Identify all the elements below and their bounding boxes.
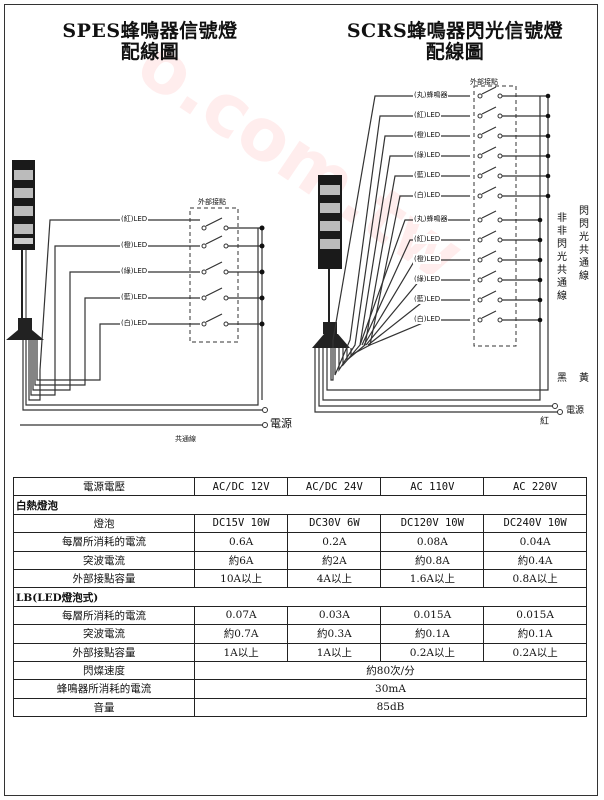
table-row: 閃燦速度 約80次/分: [13, 660, 587, 681]
table-cell: 約6A: [193, 550, 289, 570]
table-cell: 0.015A: [483, 605, 587, 626]
right-yellow-label: 黃: [579, 373, 589, 384]
table-cell: AC/DC 12V: [193, 476, 289, 497]
right-red-label: 紅: [540, 417, 550, 427]
left-led-label: (綠)LED: [120, 266, 149, 276]
table-cell: 閃燦速度: [13, 660, 195, 681]
right-vertical-label-a: 非非閃光共通線: [557, 213, 567, 302]
right-lower-label: (藍)LED: [413, 294, 442, 304]
table-cell: 約0.4A: [483, 550, 587, 570]
table-cell: 約0.7A: [193, 624, 289, 644]
table-section-row: 白熱燈泡: [13, 495, 587, 515]
left-led-label: (紅)LED: [120, 214, 149, 224]
right-stack-light: [312, 175, 350, 348]
left-title-line1: SPES蜂鳴器信號燈: [62, 20, 238, 42]
left-led-label: (白)LED: [120, 318, 149, 328]
table-row: 音量 85dB: [13, 697, 587, 718]
table-cell: 音量: [13, 697, 195, 718]
right-lower-label: (丸)蜂鳴器: [413, 214, 449, 224]
right-upper-label: (綠)LED: [413, 150, 442, 160]
table-cell: 0.04A: [483, 532, 587, 552]
table-cell: 約0.1A: [483, 624, 587, 644]
table-row: 突波電流 約0.7A 約0.3A 約0.1A 約0.1A: [13, 624, 587, 644]
right-lower-label: (橙)LED: [413, 254, 442, 264]
section-title: LB(LED燈泡式): [13, 587, 587, 607]
table-cell: 0.6A: [193, 532, 289, 552]
table-cell: 0.2A以上: [380, 642, 485, 662]
table-cell: AC 220V: [483, 476, 587, 497]
table-cell: 0.07A: [193, 605, 289, 626]
table-cell: DC15V 10W: [193, 513, 289, 534]
table-row: 蜂鳴器所消耗的電流 30mA: [13, 679, 587, 699]
table-row: 突波電流 約6A 約2A 約0.8A 約0.4A: [13, 550, 587, 570]
table-cell: DC240V 10W: [483, 513, 587, 534]
table-cell: 1A以上: [193, 642, 289, 662]
table-cell: 外部接點容量: [13, 642, 195, 662]
table-cell: 約0.1A: [380, 624, 485, 644]
table-header-row: 電源電壓 AC/DC 12V AC/DC 24V AC 110V AC 220V: [13, 476, 587, 497]
right-external-contact-label: 外部接點: [470, 78, 498, 86]
table-cell: 約2A: [287, 550, 382, 570]
table-cell: 蜂鳴器所消耗的電流: [13, 679, 195, 699]
table-cell: 1A以上: [287, 642, 382, 662]
table-row: 燈泡 DC15V 10W DC30V 6W DC120V 10W DC240V …: [13, 513, 587, 534]
right-upper-label: (白)LED: [413, 190, 442, 200]
table-cell: AC/DC 24V: [287, 476, 382, 497]
table-row: 每層所消耗的電流 0.6A 0.2A 0.08A 0.04A: [13, 532, 587, 552]
right-lower-label: (紅)LED: [413, 234, 442, 244]
table-section-row: LB(LED燈泡式): [13, 587, 587, 607]
table-cell: 每層所消耗的電流: [13, 532, 195, 552]
table-cell: 10A以上: [193, 568, 289, 589]
right-upper-label: (紅)LED: [413, 110, 442, 120]
table-cell: 30mA: [194, 679, 587, 699]
right-vertical-label-b: 閃閃光共通線: [579, 206, 589, 282]
left-common-label: 共通線: [175, 435, 196, 443]
table-row: 外部接點容量 10A以上 4A以上 1.6A以上 0.8A以上: [13, 568, 587, 589]
table-cell: DC120V 10W: [380, 513, 485, 534]
table-cell: 0.03A: [287, 605, 382, 626]
left-led-label: (橙)LED: [120, 240, 149, 250]
table-row: 外部接點容量 1A以上 1A以上 0.2A以上 0.2A以上: [13, 642, 587, 662]
table-cell: AC 110V: [380, 476, 485, 497]
section-title: 白熱燈泡: [13, 495, 587, 515]
table-cell: DC30V 6W: [287, 513, 382, 534]
left-title-line2: 配線圖: [120, 41, 180, 63]
table-cell: 約0.8A: [380, 550, 485, 570]
spec-table: 電源電壓 AC/DC 12V AC/DC 24V AC 110V AC 220V…: [13, 476, 587, 718]
table-cell: 外部接點容量: [13, 568, 195, 589]
table-cell: 0.015A: [380, 605, 485, 626]
wiring-diagrams: [6, 85, 563, 428]
right-power-label: 電源: [566, 406, 585, 416]
table-cell: 約80次/分: [194, 660, 587, 681]
table-cell: 4A以上: [287, 568, 382, 589]
table-cell: 電源電壓: [13, 476, 195, 497]
right-upper-label: (丸)蜂鳴器: [413, 90, 449, 100]
right-lower-label: (白)LED: [413, 314, 442, 324]
right-title-line1: SCRS蜂鳴器閃光信號燈: [346, 20, 564, 42]
table-cell: 約0.3A: [287, 624, 382, 644]
page-frame: [4, 4, 598, 796]
table-cell: 每層所消耗的電流: [13, 605, 195, 626]
left-stack-light: [6, 160, 44, 340]
left-led-label: (藍)LED: [120, 292, 149, 302]
table-cell: 燈泡: [13, 513, 195, 534]
table-cell: 1.6A以上: [380, 568, 485, 589]
table-row: 每層所消耗的電流 0.07A 0.03A 0.015A 0.015A: [13, 605, 587, 626]
table-cell: 0.2A: [287, 532, 382, 552]
left-external-contact-label: 外部接點: [198, 198, 226, 206]
table-cell: 突波電流: [13, 624, 195, 644]
left-power-label: 電源: [270, 417, 292, 430]
table-cell: 突波電流: [13, 550, 195, 570]
table-cell: 85dB: [194, 697, 587, 718]
right-title-line2: 配線圖: [425, 41, 485, 63]
right-black-label: 黑: [557, 373, 567, 384]
table-cell: 0.2A以上: [483, 642, 587, 662]
right-lower-label: (綠)LED: [413, 274, 442, 284]
table-cell: 0.08A: [380, 532, 485, 552]
right-upper-label: (橙)LED: [413, 130, 442, 140]
table-cell: 0.8A以上: [483, 568, 587, 589]
right-upper-label: (藍)LED: [413, 170, 442, 180]
